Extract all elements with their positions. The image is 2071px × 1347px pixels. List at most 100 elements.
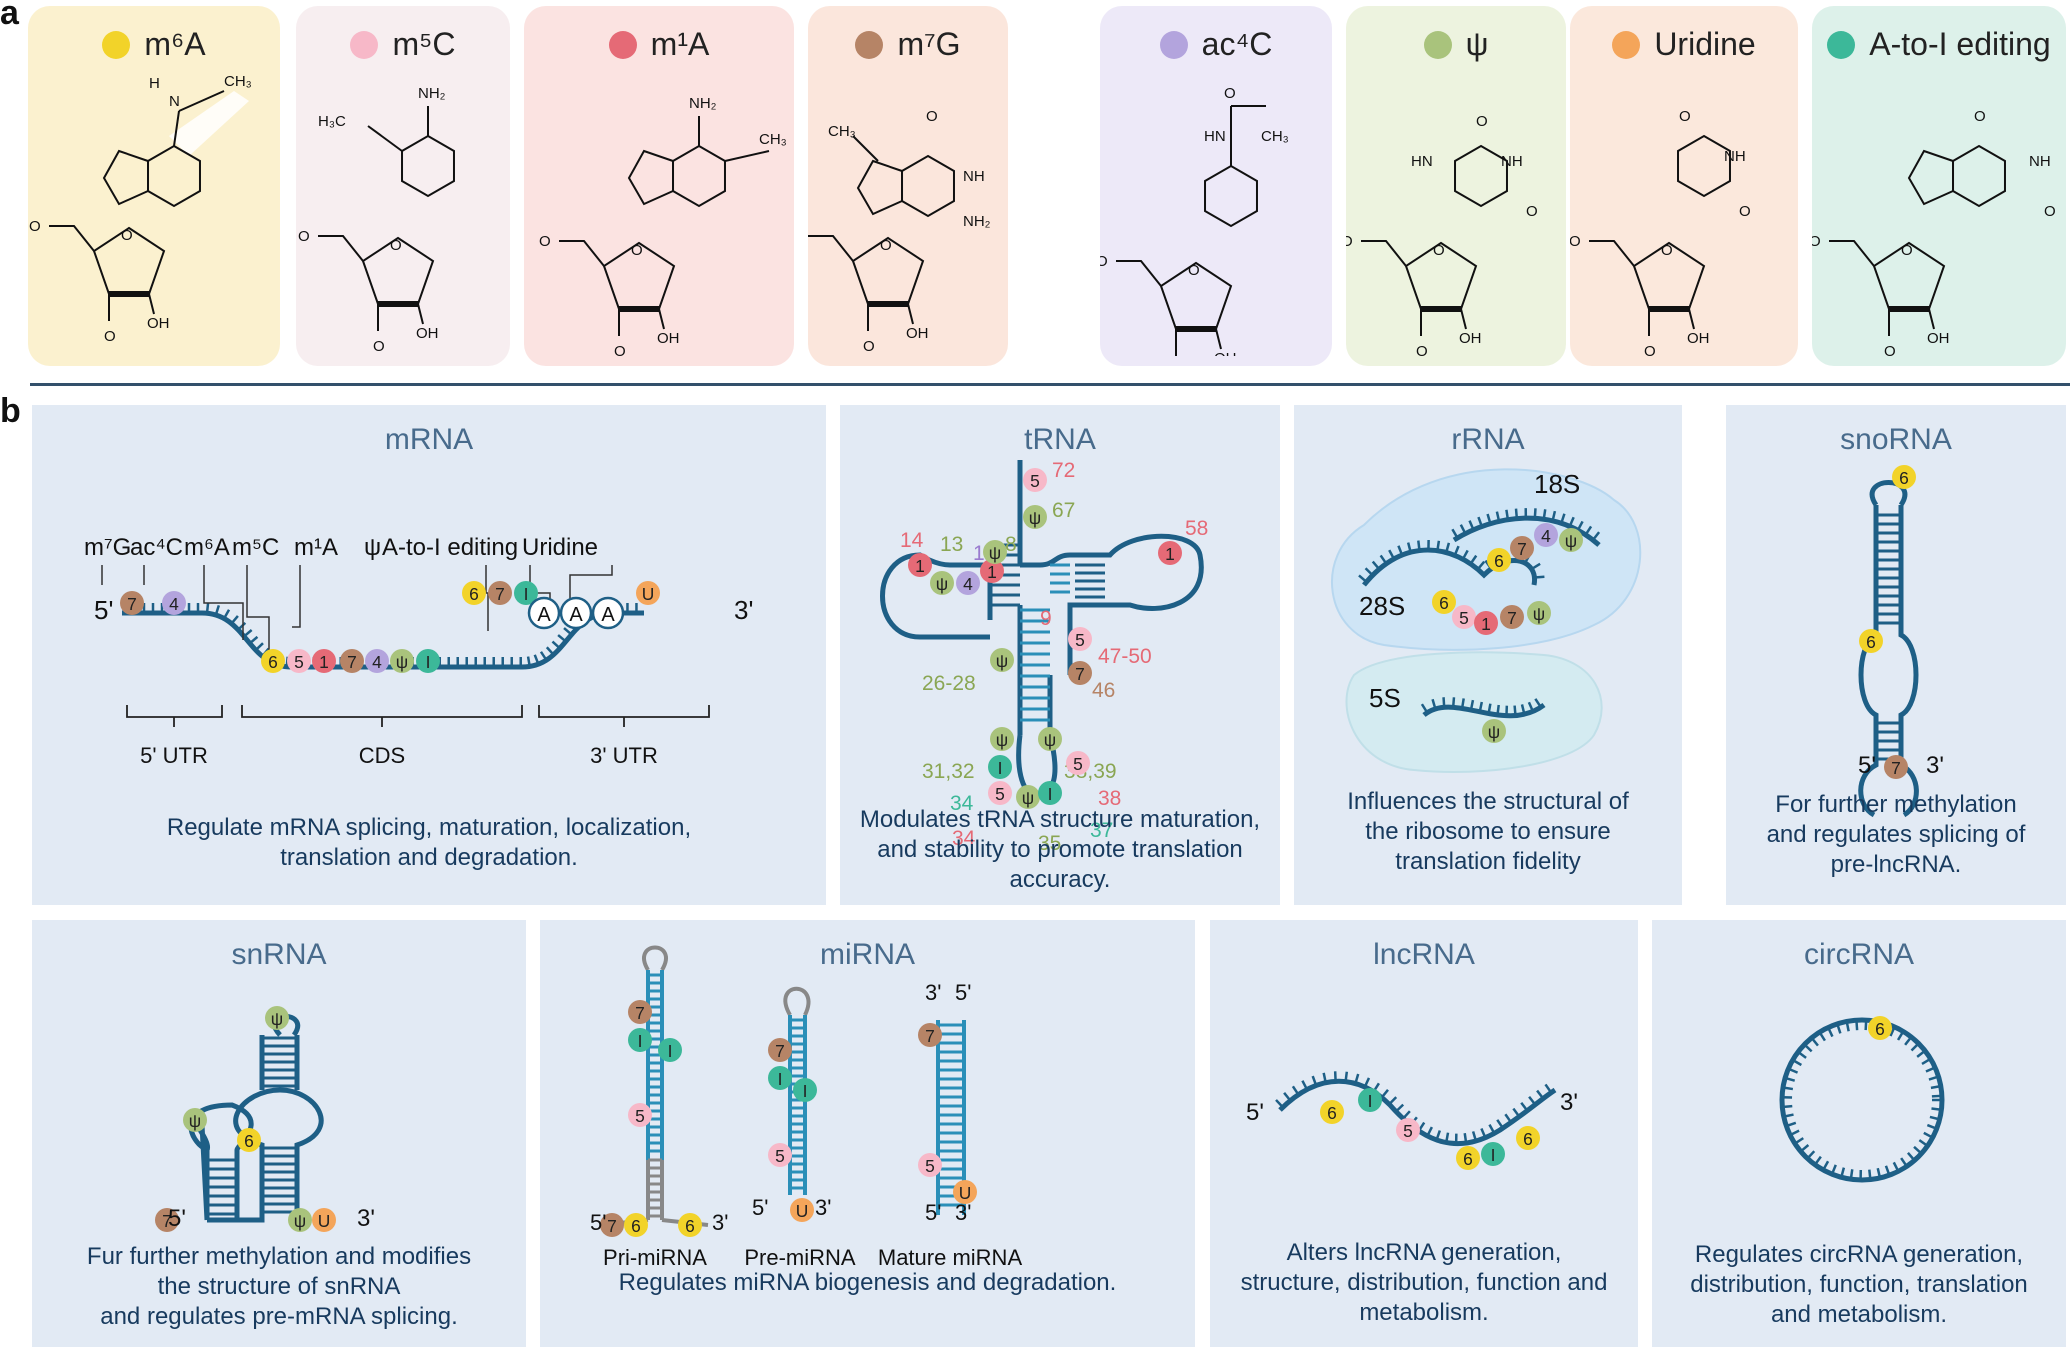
panel-title: circRNA	[1804, 938, 1914, 971]
region-braces	[126, 705, 710, 727]
panel-description: Fur further methylation and modifies the…	[86, 1243, 472, 1330]
svg-text:7: 7	[1891, 758, 1901, 778]
svg-text:5: 5	[1075, 630, 1085, 650]
mrna-mod-label: m¹A	[294, 534, 338, 561]
marker-psi: ψ	[288, 1208, 312, 1232]
atom-label: NH₂	[963, 213, 991, 230]
ribose-o5: O	[539, 233, 551, 250]
marker-m6A: 6	[678, 1213, 702, 1237]
svg-text:I: I	[778, 1069, 783, 1089]
marker-atoi: I	[658, 1038, 682, 1062]
svg-text:ψ: ψ	[294, 1211, 306, 1231]
marker-m7G: 7	[1500, 605, 1524, 629]
rrna-subunit-label: 28S	[1359, 591, 1405, 621]
svg-text:U: U	[642, 584, 655, 604]
marker-ac4C: 4	[162, 591, 186, 615]
svg-text:A: A	[601, 604, 615, 626]
modification-header: ac⁴C	[1100, 26, 1332, 63]
ribose-o5: O	[1346, 233, 1353, 250]
modification-name: Uridine	[1654, 26, 1756, 62]
svg-text:5: 5	[1403, 1121, 1413, 1141]
modification-header: Uridine	[1570, 26, 1798, 63]
svg-text:7: 7	[347, 652, 357, 672]
marker-psi: ψ	[265, 1006, 289, 1030]
svg-text:7: 7	[607, 1216, 617, 1236]
lncrna-5-end: 5'	[1246, 1099, 1264, 1126]
svg-text:5: 5	[635, 1106, 645, 1126]
panel-description: Regulates miRNA biogenesis and degradati…	[618, 1269, 1117, 1296]
marker-m6A: 6	[1859, 629, 1883, 653]
svg-text:4: 4	[963, 574, 973, 594]
panel-circrna: circRNA 6 Regulates circRNA generation, …	[1652, 920, 2066, 1347]
marker-m7G: 7	[600, 1213, 624, 1237]
polya-base: A	[591, 596, 625, 630]
svg-text:ψ: ψ	[1044, 730, 1056, 750]
ribose-o: O	[631, 242, 643, 259]
panel-title: mRNA	[384, 423, 474, 456]
panel-title: lncRNA	[1373, 938, 1475, 971]
marker-psi: ψ	[183, 1108, 207, 1132]
modification-name: A-to-I editing	[1869, 26, 2051, 62]
modification-color-dot	[1159, 30, 1188, 59]
modification-name: m⁶A	[144, 26, 206, 62]
marker-m7G: 7	[488, 581, 512, 605]
circrna-markers: 6	[1868, 1016, 1892, 1040]
marker-m7G: 7	[120, 591, 144, 615]
ribose-o: O	[1433, 242, 1445, 259]
marker-ac4C: 4	[365, 649, 389, 673]
svg-text:I: I	[524, 584, 529, 604]
svg-text:ψ: ψ	[936, 574, 948, 594]
mirna-end: 5'	[752, 1195, 768, 1220]
rrna-subunit-label: 18S	[1534, 469, 1580, 499]
svg-text:5: 5	[1459, 608, 1469, 628]
ribose-o5: O	[1570, 233, 1581, 250]
marker-atoi: I	[514, 581, 538, 605]
ribose-oh: OH	[657, 330, 680, 347]
svg-text:7: 7	[1517, 539, 1527, 559]
svg-text:5: 5	[294, 652, 304, 672]
modification-header: m⁶A	[28, 26, 280, 63]
polya-base: A	[527, 596, 561, 630]
atom-label: NH₂	[689, 95, 717, 112]
trna-position: 8	[1005, 533, 1017, 556]
ribose-oh: OH	[147, 315, 170, 332]
modification-card: ac⁴CHNCH₃OOOHOO	[1100, 6, 1332, 366]
snorna-stem-ticks	[1876, 513, 1901, 761]
marker-m6A: 6	[1487, 548, 1511, 572]
lncrna-3-end: 3'	[1560, 1089, 1578, 1116]
snorna-markers: 667	[1859, 465, 1916, 779]
svg-text:I: I	[1368, 1091, 1373, 1111]
svg-text:5: 5	[775, 1146, 785, 1166]
atom-label: O	[1974, 108, 1986, 125]
svg-text:ψ: ψ	[996, 651, 1008, 671]
marker-m5C: 5	[768, 1143, 792, 1167]
atom-label: CH₃	[759, 131, 787, 148]
marker-m5C: 5	[918, 1153, 942, 1177]
marker-m7G: 7	[918, 1023, 942, 1047]
modification-color-dot	[350, 30, 379, 59]
trna-diagram: 7267581413128947-504626-2831,3238,393438…	[880, 459, 1208, 855]
svg-text:7: 7	[775, 1041, 785, 1061]
svg-text:7: 7	[162, 1211, 172, 1231]
panel-title: snRNA	[231, 938, 327, 971]
svg-text:1: 1	[915, 556, 925, 576]
marker-psi: ψ	[1559, 528, 1583, 552]
mrna-3-end: 3'	[734, 595, 753, 625]
mirna-stage-label: Pre-miRNA	[744, 1245, 856, 1270]
panel-description: Regulates circRNA generation, distributi…	[1690, 1241, 2028, 1328]
